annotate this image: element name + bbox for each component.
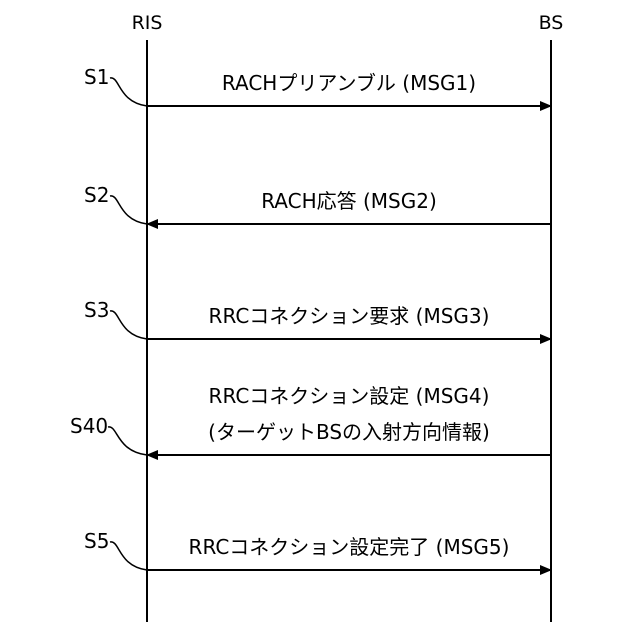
- step-label-s3: S3: [84, 298, 109, 322]
- step-leader-s3: [110, 311, 147, 339]
- actor-ris-label: RIS: [132, 12, 163, 34]
- step-label-s40: S40: [70, 414, 108, 438]
- step-label-s2: S2: [84, 183, 109, 207]
- step-leader-s5: [110, 542, 147, 570]
- message-list: RACHプリアンブル (MSG1) S1RACH応答 (MSG2) S2RRCコネク…: [70, 65, 551, 570]
- message-label-5-line-1: RRCコネクション設定完了 (MSG5): [189, 535, 510, 559]
- step-label-s5: S5: [84, 529, 109, 553]
- actor-bs-label: BS: [539, 12, 564, 34]
- message-label-2-line-1: RACH応答 (MSG2): [261, 189, 437, 213]
- message-label-3-line-1: RRCコネクション要求 (MSG3): [209, 304, 490, 328]
- message-label-4-line-1: RRCコネクション設定 (MSG4): [209, 384, 490, 408]
- message-label-1-line-1: RACHプリアンブル (MSG1): [222, 71, 476, 95]
- step-leader-s2: [110, 196, 147, 224]
- message-label-4-line-2: (ターゲットBSの入射方向情報): [208, 420, 490, 444]
- step-leader-s1: [110, 78, 147, 106]
- step-leader-s40: [108, 427, 147, 455]
- step-label-s1: S1: [84, 65, 109, 89]
